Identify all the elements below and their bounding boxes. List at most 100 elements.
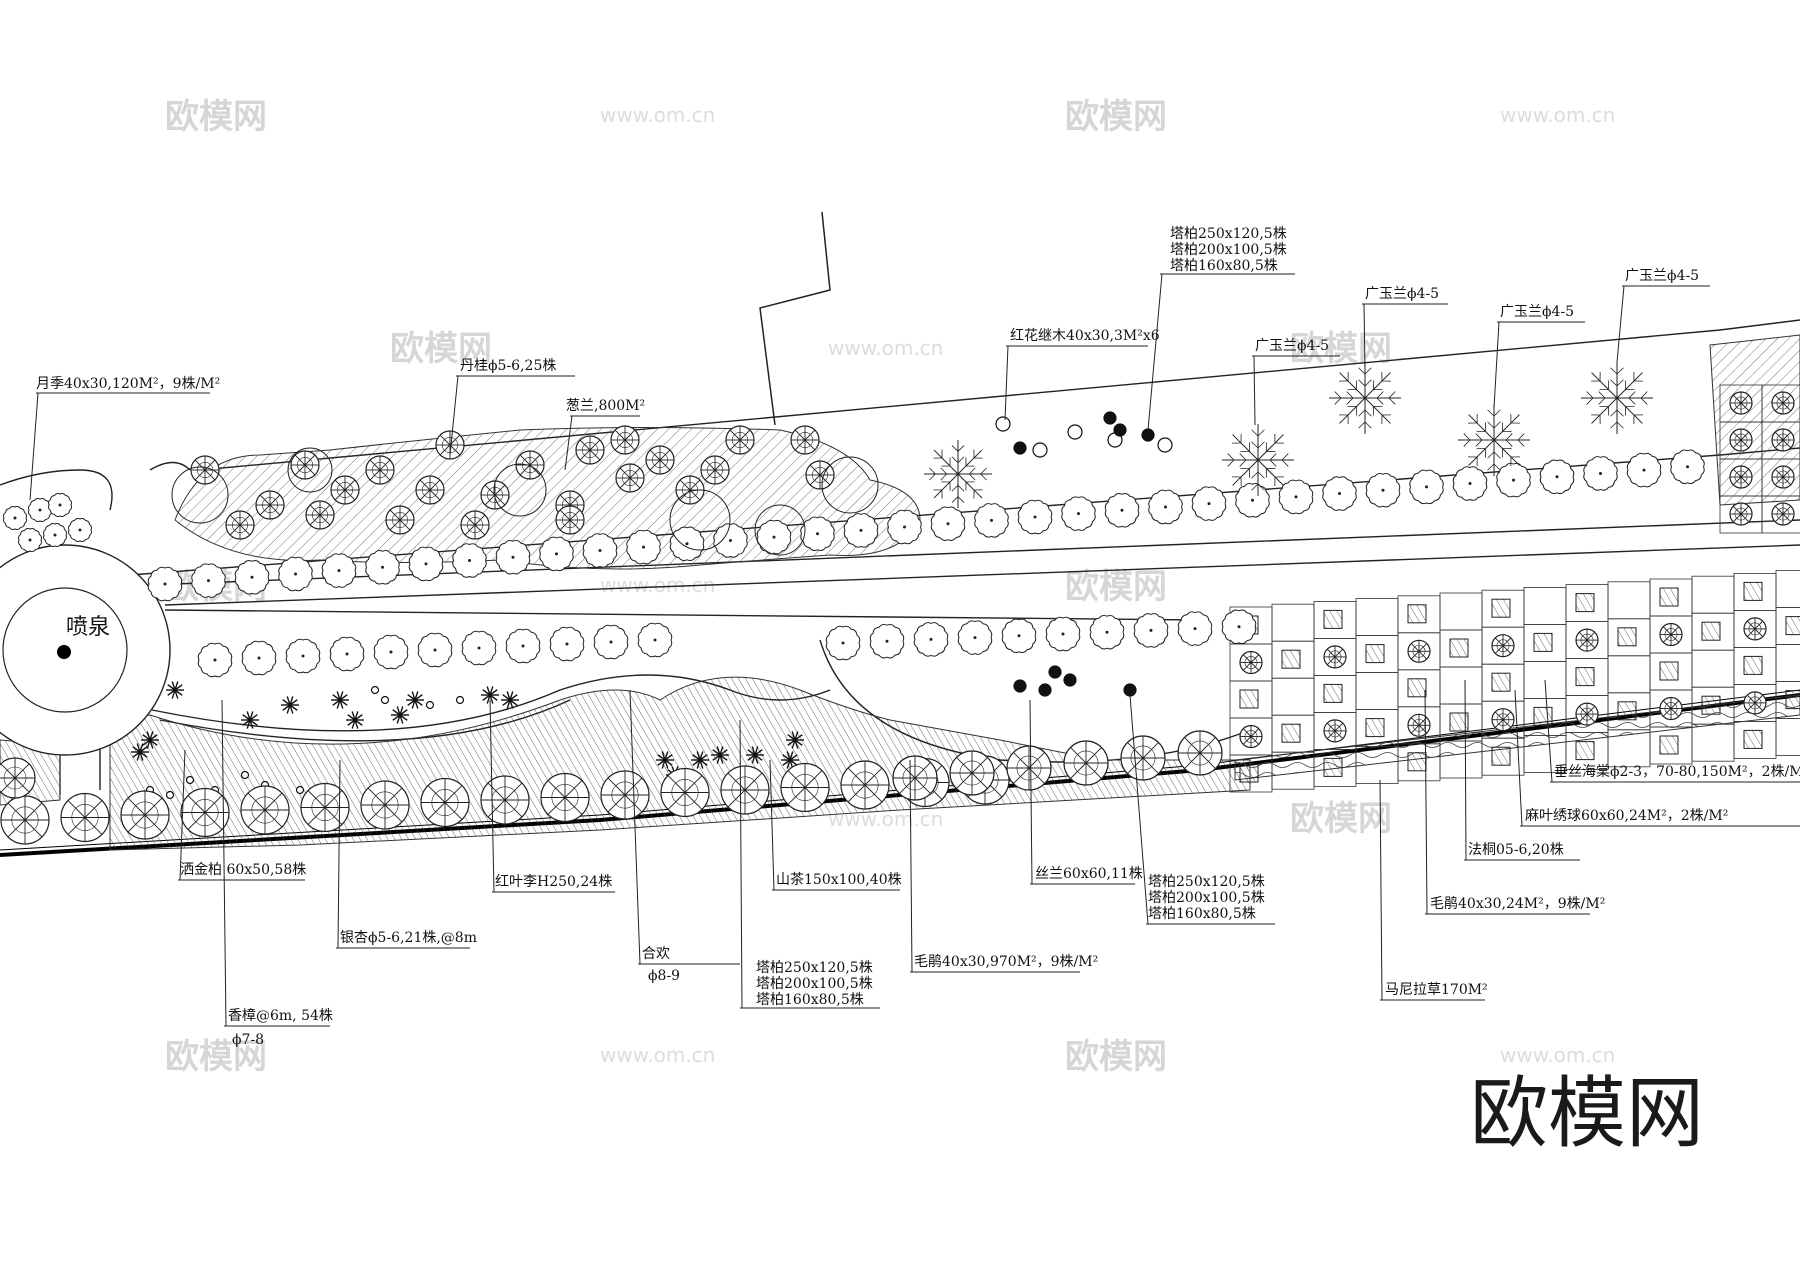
xiangzhang-tree-symbol	[1120, 735, 1166, 781]
street-tree-symbol	[800, 516, 835, 552]
xiangzhang-tree-symbol	[780, 762, 830, 813]
planter-box	[1239, 689, 1259, 709]
xiangzhang-tree-symbol	[1006, 745, 1052, 791]
street-tree-symbol	[637, 622, 673, 658]
paving-cell	[1439, 592, 1483, 631]
label-fatong: 法桐05-6,20株	[1468, 842, 1564, 858]
paving-cell	[1271, 603, 1315, 642]
label-guangyulan: 广玉兰ϕ4-5	[1255, 338, 1329, 354]
street-tree-symbol	[843, 513, 879, 548]
canopy-outline	[287, 447, 333, 493]
haitang-tree-symbol	[1407, 713, 1431, 737]
planter-box	[1701, 621, 1721, 641]
maojuan-symbol	[240, 770, 250, 780]
planter-box	[1659, 661, 1679, 681]
street-tree-symbol	[321, 553, 357, 588]
canopy-outline	[669, 489, 731, 551]
planter-box	[1365, 718, 1385, 738]
sajinbai-symbol	[406, 691, 424, 709]
haitang-tree-symbol	[1407, 639, 1431, 663]
planter-box	[1323, 757, 1343, 777]
xiangzhang-tree-symbol	[660, 767, 710, 818]
street-tree-symbol	[887, 509, 922, 545]
leader-line	[449, 375, 459, 456]
label-hehuan: 合欢	[642, 946, 670, 962]
xiangzhang-tree-symbol	[180, 787, 230, 838]
leader-line	[1029, 699, 1033, 885]
label-xiangzhang-size: ϕ7-8	[232, 1032, 264, 1048]
paving-cell	[1355, 598, 1399, 636]
leader-line	[1147, 273, 1163, 431]
street-tree-symbol	[408, 546, 444, 582]
canopy-outline	[493, 463, 547, 517]
rose-symbol	[18, 528, 42, 552]
dangui-tree-symbol	[805, 460, 835, 490]
watermark-text: 欧模网	[390, 329, 492, 369]
dangui-tree-symbol	[555, 505, 585, 535]
label-xiangzhang: 香樟@6m, 54株	[228, 1007, 333, 1024]
sajinbai-symbol	[166, 681, 184, 699]
label-chuisi-haitang: 垂丝海棠ϕ2-3，70-80,150M²，2株/M²	[1554, 764, 1800, 780]
street-tree-symbol	[1539, 459, 1575, 495]
leader-line	[1129, 694, 1149, 925]
rose-symbol	[48, 493, 72, 517]
maojuan-symbol	[425, 700, 435, 710]
street-tree-symbol	[1452, 466, 1488, 501]
paving-cell	[1271, 677, 1315, 716]
label-mayexiuqiu: 麻叶绣球60x60,24M²，2株/M²	[1525, 808, 1728, 824]
street-tree-symbol	[869, 623, 905, 659]
xiangzhang-tree-symbol	[720, 765, 770, 815]
planter-box	[1575, 741, 1595, 761]
xiangzhang-tree-symbol	[420, 777, 470, 828]
label-guangyulan: 广玉兰ϕ4-5	[1625, 268, 1699, 284]
small-plant-symbol	[1103, 411, 1117, 425]
street-tree-symbol	[1191, 486, 1227, 521]
small-plant-symbol	[1032, 442, 1048, 458]
shancha-symbol	[691, 751, 709, 769]
haitang-tree-symbol	[1771, 428, 1795, 452]
street-tree-symbol	[539, 536, 574, 572]
dangui-tree-symbol	[615, 463, 645, 493]
leader-line	[769, 759, 775, 891]
planter-box	[1239, 763, 1259, 783]
xiangzhang-tree-symbol	[840, 760, 890, 810]
street-tree-symbol	[1148, 489, 1183, 525]
maojuan-symbol	[185, 775, 195, 785]
street-tree-symbol	[930, 506, 966, 541]
watermark-url: www.om.cn	[600, 103, 715, 127]
street-tree-symbol	[957, 620, 993, 655]
maojuan-symbol	[380, 695, 390, 705]
haitang-tree-symbol	[1729, 502, 1753, 526]
tree-symbols	[0, 362, 1795, 845]
small-plant-symbol	[1013, 679, 1027, 693]
haitang-tree-symbol	[1491, 634, 1515, 658]
maojuan-symbol	[455, 695, 465, 705]
dangui-tree-symbol	[415, 475, 445, 505]
planter-box	[1785, 690, 1800, 710]
sajinbai-symbol	[346, 711, 364, 729]
xiangzhang-tree-symbol	[300, 782, 350, 833]
planter-box	[1491, 746, 1511, 766]
sajinbai-symbol	[331, 691, 349, 709]
planter-box	[1491, 598, 1511, 618]
canopy-outline	[754, 504, 806, 556]
leader-line	[337, 759, 341, 949]
street-tree-symbol	[1061, 496, 1096, 531]
watermark-text: 欧模网	[1065, 1037, 1167, 1077]
street-tree-symbol	[756, 519, 792, 555]
rose-symbol	[43, 523, 67, 547]
small-plant-symbol	[1013, 441, 1027, 455]
shancha-symbol	[746, 746, 764, 764]
small-plant-symbol	[1048, 665, 1062, 679]
planter-box	[1617, 627, 1637, 647]
watermark-url: www.om.cn	[1500, 1043, 1615, 1067]
label-tabai-mid-3: 塔柏160x80,5株	[756, 992, 864, 1008]
street-tree-symbol	[974, 503, 1009, 538]
haitang-tree-symbol	[1729, 465, 1753, 489]
label-hongji: 红花继木40x30,3M²x6	[1010, 328, 1160, 344]
watermark-url: www.om.cn	[600, 1043, 715, 1067]
rose-symbol	[3, 506, 27, 530]
planter-box	[1659, 587, 1679, 607]
haitang-tree-symbol	[1729, 428, 1753, 452]
street-tree-symbol	[1322, 476, 1357, 511]
